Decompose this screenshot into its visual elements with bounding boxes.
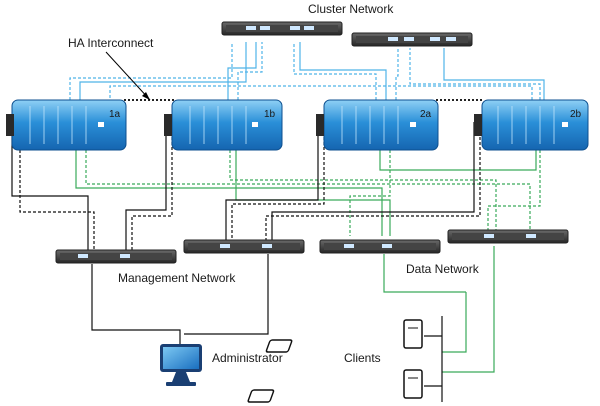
data-network-label: Data Network	[406, 262, 480, 276]
client-computer-icon	[265, 319, 423, 353]
ha-interconnect-label: HA Interconnect	[68, 36, 154, 50]
management-network-label: Management Network	[118, 271, 236, 285]
node-1b-label: 1b	[264, 109, 276, 120]
management-links	[11, 120, 481, 346]
cluster-links	[69, 42, 545, 100]
node-2a: 2a	[316, 99, 439, 151]
ha-pointer-arrow	[142, 92, 150, 100]
management-switch-2	[183, 239, 305, 254]
node-1a: 1a	[6, 99, 127, 151]
node-2a-label: 2a	[420, 109, 432, 120]
node-1a-label: 1a	[109, 109, 121, 120]
clients-label: Clients	[344, 351, 381, 365]
administrator-label: Administrator	[212, 351, 283, 365]
cluster-network-label: Cluster Network	[308, 2, 394, 16]
cluster-switch-2	[351, 32, 473, 47]
management-switch-1	[55, 249, 177, 264]
administrator-monitor-icon	[160, 344, 202, 386]
ha-pointer-line	[105, 51, 151, 101]
node-2b-label: 2b	[570, 109, 582, 120]
cluster-switch-1	[221, 21, 343, 36]
node-1b: 1b	[164, 99, 283, 151]
data-switch-1	[319, 239, 441, 254]
data-switch-2	[447, 229, 569, 244]
node-2b: 2b	[474, 99, 589, 151]
client-computer-icon	[247, 369, 423, 403]
